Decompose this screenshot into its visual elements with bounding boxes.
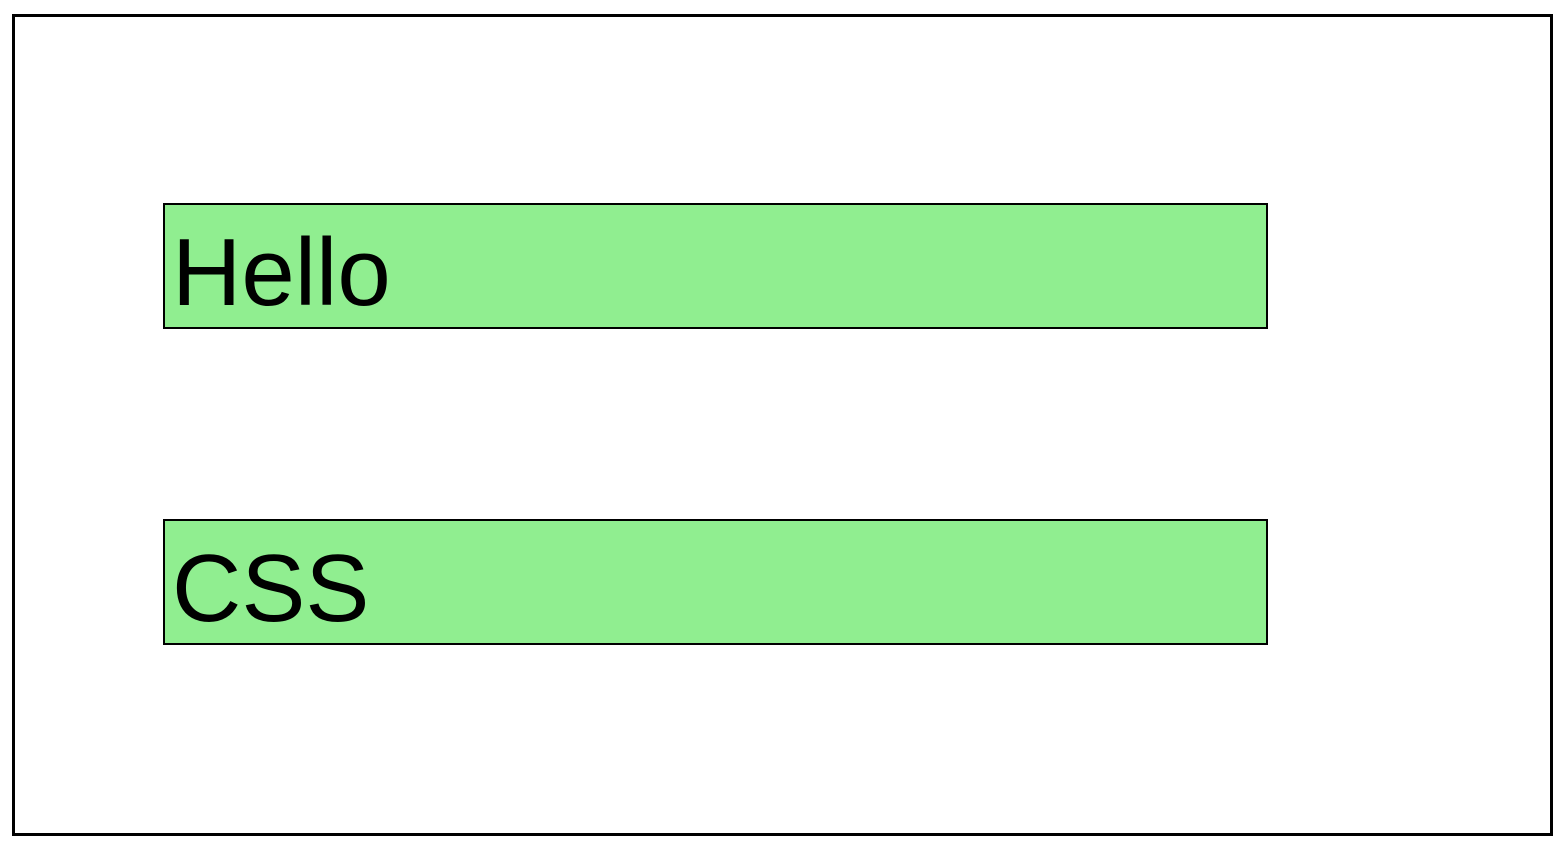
css-box: CSS (163, 519, 1268, 645)
hello-box-label: Hello (172, 219, 391, 326)
page-frame (12, 14, 1553, 836)
hello-box: Hello (163, 203, 1268, 329)
css-box-label: CSS (172, 535, 370, 642)
